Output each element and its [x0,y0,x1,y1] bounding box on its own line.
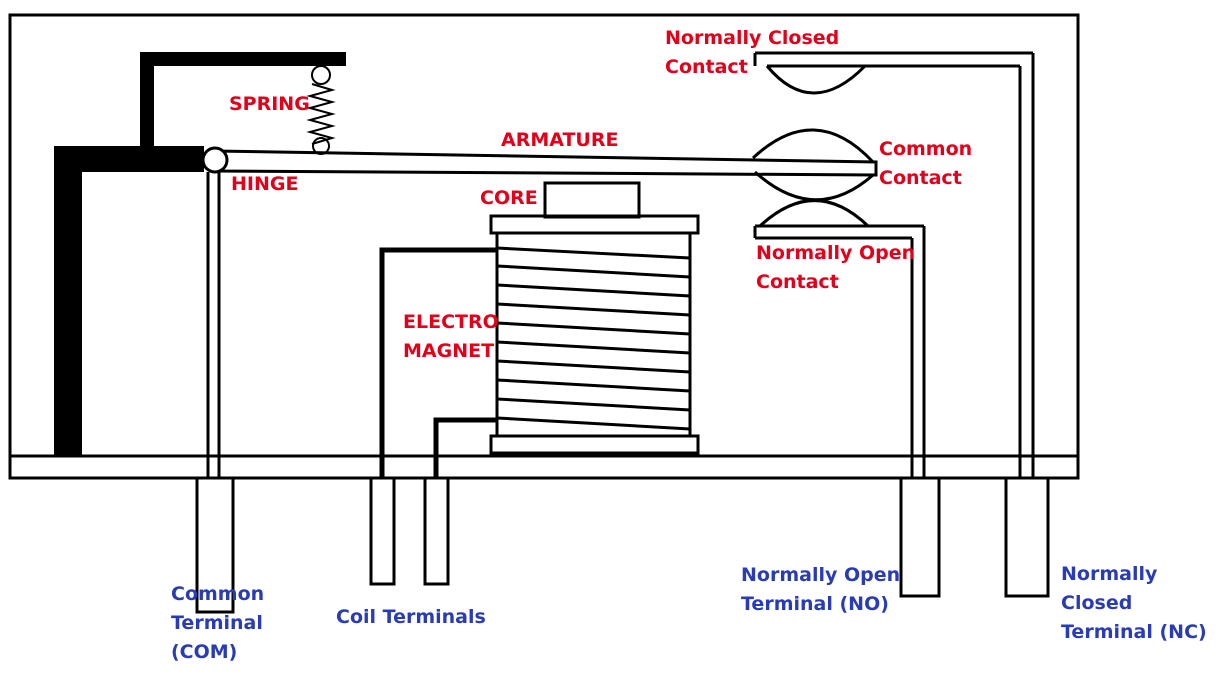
hinge-pivot [201,146,229,174]
spring-label: SPRING [229,93,310,115]
core-label: CORE [480,187,538,209]
coil-windings [496,246,691,431]
no-terminal-pin [899,476,941,598]
spring-coil [306,65,336,155]
nc-contact-label: Normally Closed Contact [665,27,840,78]
yoke-vertical [54,146,82,456]
coil-wire-2 [433,417,497,478]
frame-upright [140,52,154,152]
no-contact-dome [758,199,870,228]
bobbin-top-flange [489,214,700,235]
coil-body [495,231,692,438]
electromagnet-label: ELECTRO MAGNET [403,311,499,362]
coil-terminal-pin-1 [369,476,396,586]
relay-housing [8,13,1080,480]
common-contact-label: Common Contact [879,138,973,189]
core-block [543,181,641,219]
nc-contact-dome [765,64,867,95]
common-contact-dome-top [751,128,875,164]
com-terminal-label: Common Terminal (COM) [171,583,265,663]
bobbin-bottom-flange [489,434,700,455]
nc-terminal-label: Normally Closed Terminal (NC) [1061,563,1207,643]
no-contact-label: Normally Open Contact [756,242,916,293]
frame-top-bar [140,52,346,66]
hinge-label: HINGE [231,173,299,195]
coil-terminal-pin-2 [423,476,450,586]
no-terminal-label: Normally Open Terminal (NO) [741,564,901,615]
armature-label: ARMATURE [501,129,619,151]
base-plate [8,454,1080,480]
com-terminal-pin [195,476,235,614]
nc-terminal-pin [1004,476,1050,598]
coil-terminals-label: Coil Terminals [336,606,486,628]
coil-wire-1 [379,247,497,478]
